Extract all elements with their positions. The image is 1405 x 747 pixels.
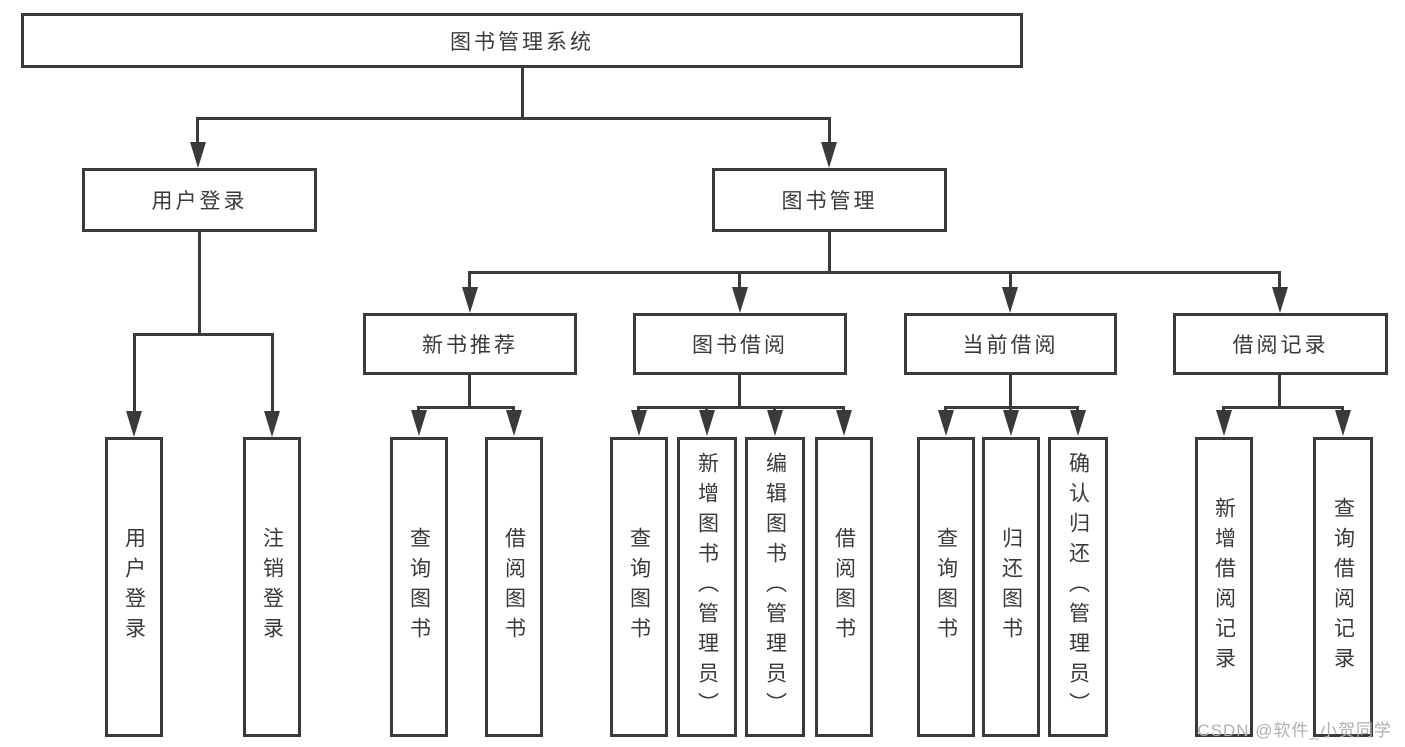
connector-user-login-stem xyxy=(198,232,201,336)
arrow-down-icon xyxy=(938,410,954,436)
connector-drop-level2 xyxy=(468,271,471,289)
connector-drop-leaf xyxy=(133,333,136,415)
arrow-down-icon xyxy=(1272,287,1288,313)
leaf-current-query-book-label: 查询图书 xyxy=(934,527,958,647)
csdn-watermark: CSDN @软件_小贺同学 xyxy=(1197,721,1392,740)
connector-borrow-records-split xyxy=(1222,406,1344,409)
connector-drop-level2 xyxy=(738,271,741,289)
leaf-current-query-book: 查询图书 xyxy=(917,437,975,737)
connector-borrow-records-stem xyxy=(1278,375,1281,409)
leaf-current-return-book: 归还图书 xyxy=(982,437,1040,737)
leaf-newbook-borrow-book-label: 借阅图书 xyxy=(502,527,526,647)
leaf-records-add-record-label: 新增借阅记录 xyxy=(1212,497,1236,677)
leaf-user-login-label: 用户登录 xyxy=(122,527,146,647)
leaf-borrow-add-book-admin-label: 新增图书（管理员） xyxy=(695,452,719,722)
connector-root-stem xyxy=(521,68,524,118)
node-borrow-records-label: 借阅记录 xyxy=(1232,334,1329,357)
leaf-borrow-query-book: 查询图书 xyxy=(610,437,668,737)
connector-drop-user-login xyxy=(196,117,199,146)
connector-current-borrow-stem xyxy=(1009,375,1012,409)
connector-drop-level2 xyxy=(1278,271,1281,289)
node-user-login-label: 用户登录 xyxy=(151,190,248,213)
leaf-current-return-book-label: 归还图书 xyxy=(999,527,1023,647)
connector-new-book-split xyxy=(417,406,515,409)
leaf-borrow-query-book-label: 查询图书 xyxy=(627,527,651,647)
arrow-down-icon xyxy=(126,411,142,437)
node-book-borrow-label: 图书借阅 xyxy=(692,334,788,357)
arrow-down-icon xyxy=(836,410,852,436)
connector-drop-book-management xyxy=(828,117,831,146)
leaf-newbook-borrow-book: 借阅图书 xyxy=(485,437,543,737)
connector-book-management-stem xyxy=(828,232,831,273)
leaf-borrow-edit-book-admin: 编辑图书（管理员） xyxy=(745,437,805,737)
leaf-newbook-query-book-label: 查询图书 xyxy=(407,527,431,647)
node-borrow-records: 借阅记录 xyxy=(1173,313,1388,375)
connector-book-borrow-split xyxy=(637,406,845,409)
node-root-label: 图书管理系统 xyxy=(450,30,594,54)
leaf-borrow-borrow-book: 借阅图书 xyxy=(815,437,873,737)
arrow-down-icon xyxy=(699,410,715,436)
arrow-down-icon xyxy=(462,287,478,313)
arrow-down-icon xyxy=(1002,287,1018,313)
connector-drop-level2 xyxy=(1009,271,1012,289)
arrow-down-icon xyxy=(506,410,522,436)
node-current-borrow-label: 当前借阅 xyxy=(962,334,1059,357)
leaf-records-query-record: 查询借阅记录 xyxy=(1313,437,1373,737)
connector-book-borrow-stem xyxy=(738,375,741,409)
connector-drop-leaf xyxy=(271,333,274,415)
node-root-system: 图书管理系统 xyxy=(21,13,1023,68)
leaf-borrow-edit-book-admin-label: 编辑图书（管理员） xyxy=(763,452,787,722)
leaf-records-query-record-label: 查询借阅记录 xyxy=(1331,497,1355,677)
node-book-management: 图书管理 xyxy=(712,168,947,232)
node-user-login: 用户登录 xyxy=(82,168,317,232)
arrow-down-icon xyxy=(1216,410,1232,436)
leaf-newbook-query-book: 查询图书 xyxy=(390,437,448,737)
leaf-borrow-add-book-admin: 新增图书（管理员） xyxy=(677,437,737,737)
node-book-borrow: 图书借阅 xyxy=(633,313,847,375)
leaf-user-login: 用户登录 xyxy=(105,437,163,737)
connector-book-management-split xyxy=(468,271,1281,274)
arrow-down-icon xyxy=(190,142,206,168)
leaf-current-confirm-return-admin: 确认归还（管理员） xyxy=(1048,437,1108,737)
arrow-down-icon xyxy=(732,287,748,313)
arrow-down-icon xyxy=(1335,410,1351,436)
leaf-current-confirm-return-admin-label: 确认归还（管理员） xyxy=(1066,452,1090,722)
arrow-down-icon xyxy=(264,411,280,437)
leaf-logout-login-label: 注销登录 xyxy=(260,527,284,647)
leaf-records-add-record: 新增借阅记录 xyxy=(1195,437,1253,737)
node-new-book-recommend-label: 新书推荐 xyxy=(422,334,518,357)
node-current-borrow: 当前借阅 xyxy=(904,313,1117,375)
arrow-down-icon xyxy=(767,410,783,436)
arrow-down-icon xyxy=(631,410,647,436)
leaf-borrow-borrow-book-label: 借阅图书 xyxy=(832,527,856,647)
leaf-logout-login: 注销登录 xyxy=(243,437,301,737)
node-book-management-label: 图书管理 xyxy=(781,190,878,213)
arrow-down-icon xyxy=(821,142,837,168)
arrow-down-icon xyxy=(1070,410,1086,436)
connector-new-book-stem xyxy=(468,375,471,409)
arrow-down-icon xyxy=(1003,410,1019,436)
node-new-book-recommend: 新书推荐 xyxy=(363,313,577,375)
connector-user-login-split xyxy=(133,333,274,336)
arrow-down-icon xyxy=(411,410,427,436)
connector-root-split xyxy=(196,117,831,120)
